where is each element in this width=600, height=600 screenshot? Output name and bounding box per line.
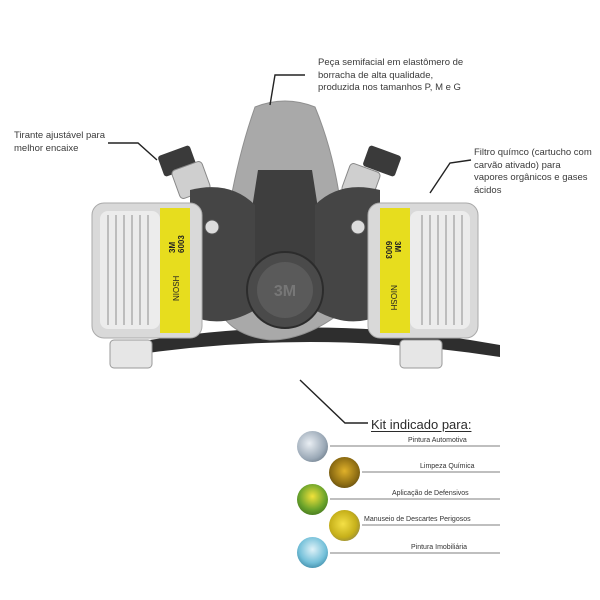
valve-brand: 3M — [274, 283, 296, 300]
strap-callout: Tirante ajustável para melhor encaixe — [14, 130, 106, 154]
use-label-chemical-cleaning: Limpeza Química — [420, 463, 475, 470]
right-cartridge-cert: NIOSH — [389, 285, 398, 311]
use-label-hazardous-waste: Manuseio de Descartes Perigosos — [364, 516, 471, 523]
chemical-cleaning-photo-icon — [329, 457, 360, 488]
hazardous-waste-photo-icon — [329, 510, 360, 541]
car-painting-photo-icon — [297, 431, 328, 462]
respirator-image: 3M NIOSH 3M 6003 3M 6003 NIOSH — [91, 100, 500, 369]
use-label-automotive: Pintura Automotiva — [408, 437, 467, 444]
left-cartridge-cert: NIOSH — [172, 275, 181, 301]
right-cartridge-brand: 3M — [393, 241, 402, 252]
house-painting-photo-icon — [297, 537, 328, 568]
facepiece-callout: Peça semifacial em elastômero de borrach… — [318, 57, 464, 93]
right-clip — [399, 339, 443, 369]
pesticide-spraying-photo-icon — [297, 484, 328, 515]
use-label-pesticides: Aplicação de Defensivos — [392, 490, 469, 497]
right-cartridge-code: 6003 — [384, 241, 393, 259]
left-cartridge: NIOSH 3M 6003 — [91, 202, 203, 339]
left-clip — [109, 339, 153, 369]
left-cartridge-brand: 3M — [168, 242, 177, 253]
right-cartridge: 3M 6003 NIOSH — [367, 202, 479, 339]
use-label-house-painting: Pintura Imobiliária — [411, 544, 468, 551]
kit-title: Kit indicado para: — [371, 417, 472, 432]
left-cartridge-code: 6003 — [177, 235, 186, 253]
filter-callout: Filtro químco (cartucho com carvão ativa… — [474, 147, 592, 196]
